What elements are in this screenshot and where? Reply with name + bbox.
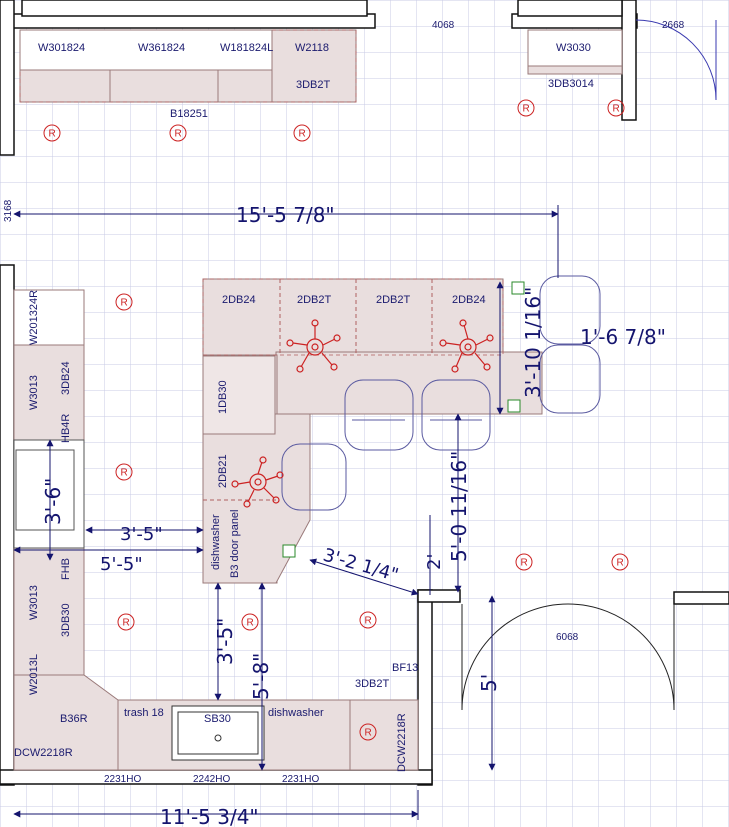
dimension-lines xyxy=(13,205,559,820)
recessed-light-label: R xyxy=(247,618,254,629)
left-w201324r: W201324R xyxy=(28,290,40,345)
island-2db2t-a: 2DB2T xyxy=(297,294,332,306)
bottom-dcw2218r: DCW2218R xyxy=(396,713,408,772)
island-2db24-a: 2DB24 xyxy=(222,294,256,306)
recessed-lights: R R R R R R R R R R R R R xyxy=(43,99,629,741)
cab-w361824: W361824 xyxy=(138,42,185,54)
cab-3db3014: 3DB3014 xyxy=(548,78,594,90)
recessed-light-label: R xyxy=(121,468,128,479)
cab-b18251: B18251 xyxy=(170,108,208,120)
window-2231ho-a: 2231HO xyxy=(104,774,141,785)
left-b36r: B36R xyxy=(60,713,88,725)
recessed-light-label: R xyxy=(121,298,128,309)
left-3db24: 3DB24 xyxy=(60,361,72,395)
island-2db21: 2DB21 xyxy=(217,454,229,488)
dim-bottom-width: 11'-5 3/4" xyxy=(160,805,259,827)
left-w3013-a: W3013 xyxy=(28,375,40,410)
recessed-light-label: R xyxy=(613,104,620,115)
stool-4 xyxy=(539,344,601,414)
recessed-light-icon: R xyxy=(517,99,535,117)
dim-island-depth: 3'-10 1/16" xyxy=(521,287,545,398)
recessed-light-label: R xyxy=(523,104,530,115)
island-1db30: 1DB30 xyxy=(217,380,229,414)
recessed-light-icon: R xyxy=(293,124,311,142)
recessed-light-label: R xyxy=(365,728,372,739)
cab-w301824: W301824 xyxy=(38,42,85,54)
island-2db2t-b: 2DB2T xyxy=(376,294,411,306)
recessed-light-label: R xyxy=(123,618,130,629)
recessed-light-label: R xyxy=(175,129,182,140)
opening-3168: 3168 xyxy=(3,199,14,222)
opening-4068: 4068 xyxy=(432,20,455,31)
stool-3 xyxy=(539,275,601,345)
cab-w3030: W3030 xyxy=(556,42,591,54)
bottom-sb30: SB30 xyxy=(204,713,231,725)
bottom-trash: trash 18 xyxy=(124,707,164,719)
dim-aisle: 5'-0 11/16" xyxy=(447,451,471,562)
bottom-dishwasher: dishwasher xyxy=(268,707,324,719)
island-2db24-b: 2DB24 xyxy=(452,294,486,306)
recessed-light-label: R xyxy=(617,558,624,569)
top-cabinets xyxy=(19,29,623,103)
bottom-bf13: BF13 xyxy=(392,662,418,674)
island-dishwasher: dishwasher xyxy=(210,514,222,570)
fan-icon xyxy=(231,319,494,508)
dim-door-height: 5' xyxy=(477,674,501,692)
cab-w2118: W2118 xyxy=(295,42,329,54)
opening-2668: 2668 xyxy=(662,20,685,31)
left-3db30: 3DB30 xyxy=(60,603,72,637)
stool-1 xyxy=(344,379,414,451)
recessed-light-icon: R xyxy=(117,613,135,631)
recessed-light-icon: R xyxy=(359,611,377,629)
recessed-light-icon: R xyxy=(611,553,629,571)
recessed-light-label: R xyxy=(299,129,306,140)
opening-6068: 6068 xyxy=(556,632,579,643)
recessed-light-icon: R xyxy=(115,463,133,481)
recessed-light-icon: R xyxy=(515,553,533,571)
recessed-light-icon: R xyxy=(115,293,133,311)
recessed-light-icon: R xyxy=(169,124,187,142)
cabinet-labels: W301824 W361824 W181824L W2118 3DB2T W30… xyxy=(3,20,685,785)
dim-island-to-wall: 5'-5" xyxy=(100,554,143,575)
left-hb4r: HB4R xyxy=(60,414,72,443)
dim-vert-aisle-1: 3'-5" xyxy=(213,618,237,665)
recessed-light-icon: R xyxy=(43,124,61,142)
cab-3db2t-top: 3DB2T xyxy=(296,79,331,91)
window-2242ho: 2242HO xyxy=(193,774,230,785)
island-door-panel: B3 door panel xyxy=(229,510,241,579)
recessed-light-icon: R xyxy=(241,613,259,631)
left-fhb: FHB xyxy=(60,558,72,580)
door-swing-top xyxy=(635,19,717,101)
recessed-light-label: R xyxy=(521,558,528,569)
recessed-light-label: R xyxy=(49,129,56,140)
dim-overhang: 1'-6 7/8" xyxy=(580,325,666,349)
dim-walk-gap-left: 3'-5" xyxy=(120,524,163,545)
recessed-light-icon: R xyxy=(359,723,377,741)
left-dcw2218r: DCW2218R xyxy=(14,747,73,759)
recessed-light-label: R xyxy=(365,616,372,627)
dim-range-width: 3'-6" xyxy=(41,478,65,525)
bottom-cabinets xyxy=(117,699,419,771)
left-w3013-b: W3013 xyxy=(28,585,40,620)
left-w2013l: W2013L xyxy=(28,654,40,695)
cab-w181824l: W181824L xyxy=(220,42,273,54)
bottom-3db2t: 3DB2T xyxy=(355,678,390,690)
recessed-light-icon: R xyxy=(607,99,625,117)
dim-vert-aisle-2: 5'-8" xyxy=(249,653,273,700)
dim-small-gap: 2' xyxy=(424,554,445,570)
dim-top-width: 15'-5 7/8" xyxy=(236,203,335,227)
walls xyxy=(0,0,729,786)
window-2231ho-b: 2231HO xyxy=(282,774,319,785)
